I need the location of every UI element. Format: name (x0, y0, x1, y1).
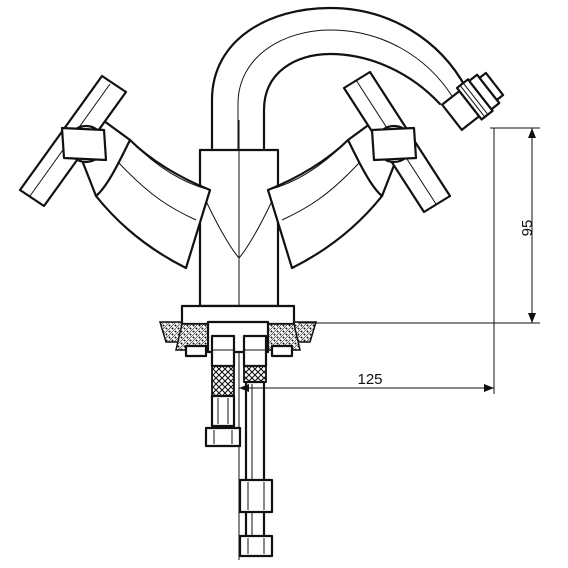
right-cross-handle (342, 70, 452, 214)
spout (210, 6, 468, 150)
spout-aerator (440, 71, 505, 131)
width-dimension-label: 125 (357, 371, 382, 388)
left-valve (18, 74, 212, 270)
right-valve (266, 70, 452, 270)
flexible-hoses (204, 365, 267, 448)
width-dimension: 125 (239, 128, 495, 394)
height-dimension-label: 95 (519, 220, 536, 237)
mounting-assembly (158, 304, 318, 368)
height-dimension: 95 (298, 127, 540, 324)
pop-up-rod (238, 380, 274, 558)
left-cross-handle (18, 74, 128, 208)
